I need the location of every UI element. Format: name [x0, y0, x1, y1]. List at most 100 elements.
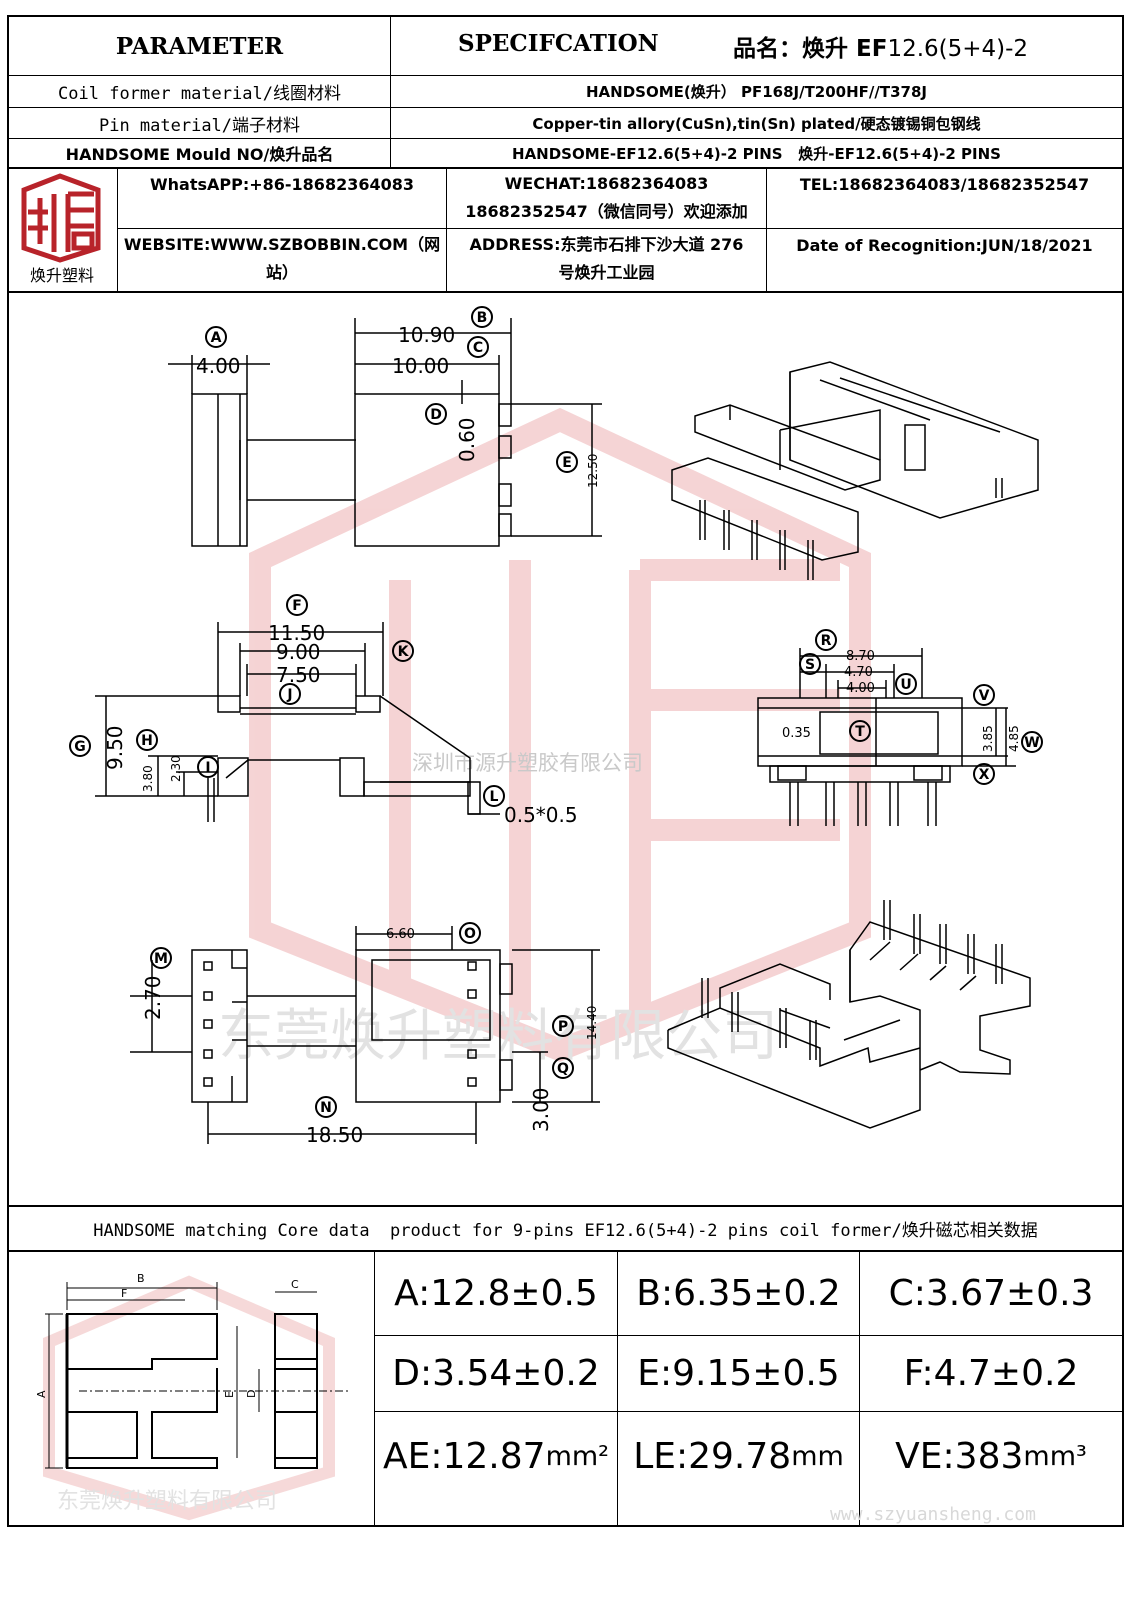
dim-l: 0.5*0.5	[504, 803, 578, 827]
core-label-e: E	[223, 1391, 236, 1398]
dim-g: 9.50	[103, 725, 127, 770]
core-value-d-text: D:3.54±0.2	[392, 1353, 600, 1394]
label-w-marker: W	[1021, 731, 1043, 753]
svg-text:H: H	[141, 733, 153, 749]
product-name-label: 品名：焕升 EF	[733, 36, 888, 62]
whatsapp: WhatsAPP:+86-18682364083	[149, 175, 414, 194]
core-label-f: F	[121, 1287, 127, 1300]
mould-no-value: HANDSOME-EF12.6(5+4)-2 PINS 焕升-EF12.6(5+…	[512, 144, 1001, 163]
dim-s: 4.70	[844, 665, 873, 680]
label-f-marker: F	[286, 594, 308, 616]
core-value-e-text: E:9.15±0.5	[637, 1353, 840, 1394]
core-label-a: A	[35, 1390, 48, 1398]
watermark-cn2: 东莞焕升塑料有限公司	[218, 1004, 778, 1069]
row-divider	[7, 75, 1124, 76]
bottom-view	[130, 926, 600, 1144]
core-value-c-text: C:3.67±0.3	[888, 1273, 1094, 1314]
dim-f: 11.50	[268, 621, 325, 645]
address-line2: 号焕升工业园	[558, 263, 655, 282]
col-divider	[446, 168, 447, 292]
row-divider	[7, 291, 1124, 293]
svg-text:K: K	[398, 644, 410, 660]
label-c-marker: C	[467, 336, 489, 358]
label-u-marker: U	[895, 673, 917, 695]
parameter-header: PARAMETER	[115, 32, 284, 60]
core-value-ve-unit: mm³	[1023, 1440, 1087, 1472]
front-view	[95, 622, 500, 822]
svg-text:L: L	[490, 789, 499, 805]
svg-text:U: U	[900, 677, 911, 693]
col-divider	[859, 1251, 860, 1526]
label-q-marker: Q	[552, 1057, 574, 1079]
svg-text:B: B	[477, 310, 488, 326]
svg-text:I: I	[205, 760, 210, 776]
col-divider	[390, 15, 391, 168]
svg-text:X: X	[979, 767, 990, 783]
watermark-cn1: 深圳市源升塑胶有限公司	[412, 751, 643, 775]
dim-i: 2.30	[169, 755, 183, 782]
logo-caption: 焕升塑料	[29, 266, 94, 285]
telephone: TEL:18682364083/18682352547	[799, 175, 1090, 194]
wechat-line1: WECHAT:18682364083	[504, 174, 709, 193]
dim-r: 8.70	[846, 649, 875, 664]
svg-text:F: F	[292, 598, 302, 614]
core-label-d: D	[245, 1390, 258, 1398]
label-e-marker: E	[556, 451, 578, 473]
core-value-le-unit: mm	[791, 1440, 844, 1472]
core-value-f: F:4.7±0.2	[860, 1336, 1122, 1411]
dim-q: 3.00	[529, 1087, 553, 1132]
table-border-left	[7, 15, 9, 1527]
dim-m: 2.70	[141, 975, 165, 1020]
label-m-marker: M	[150, 947, 172, 969]
coil-material-label: Coil former material/线圈材料	[58, 84, 341, 104]
dim-t: 0.35	[782, 726, 811, 741]
col-divider	[617, 1251, 618, 1526]
label-g-marker: G	[69, 735, 91, 757]
drawing-watermark-logo	[249, 407, 871, 1062]
table-border-bottom	[7, 1525, 1124, 1527]
dim-d: 0.60	[455, 417, 479, 462]
label-d-marker: D	[425, 403, 447, 425]
svg-text:E: E	[562, 455, 572, 471]
core-value-c: C:3.67±0.3	[860, 1252, 1122, 1335]
dim-w: 4.85	[1007, 725, 1021, 752]
pin-material-label: Pin material/端子材料	[98, 115, 301, 136]
coil-material-value: HANDSOME(焕升） PF168J/T200HF//T378J	[585, 83, 927, 101]
core-value-ve-text: VE:383	[895, 1435, 1024, 1477]
dim-f2: 9.00	[276, 640, 321, 664]
svg-text:G: G	[74, 739, 86, 755]
label-k-marker: K	[392, 640, 414, 662]
address: ADDRESS:东莞市石排下沙大道 276 号焕升工业园	[447, 231, 766, 287]
col-divider	[374, 1251, 375, 1526]
label-l-marker: L	[483, 785, 505, 807]
wechat-line2: 18682352547（微信同号）欢迎添加	[465, 202, 748, 221]
core-watermark: 东莞焕升塑料有限公司	[57, 1489, 277, 1514]
svg-text:P: P	[558, 1019, 568, 1035]
dim-b: 10.90	[398, 323, 455, 347]
core-value-b-text: B:6.35±0.2	[636, 1273, 841, 1314]
label-b-marker: B	[471, 306, 493, 328]
svg-text:V: V	[979, 688, 990, 704]
row-divider	[7, 107, 1124, 108]
product-name: 品名：焕升 EF12.6(5+4)-2	[733, 29, 1028, 63]
end-view	[757, 648, 1016, 826]
col-divider	[766, 168, 767, 292]
svg-text:N: N	[320, 1100, 332, 1116]
site-watermark: www.szyuansheng.com	[830, 1504, 1036, 1525]
row-divider	[374, 1411, 1124, 1412]
mould-no-label: HANDSOME Mould NO/焕升品名	[65, 145, 334, 164]
col-divider	[117, 168, 118, 292]
wechat: WECHAT:18682364083 18682352547（微信同号）欢迎添加	[447, 170, 766, 226]
core-value-ae-unit: mm²	[545, 1440, 609, 1472]
label-o-marker: O	[459, 922, 481, 944]
svg-text:C: C	[473, 340, 483, 356]
label-a-marker: A	[205, 326, 227, 348]
svg-text:O: O	[464, 926, 476, 942]
website-line1: WEBSITE:WWW.SZBOBBIN.COM（网	[123, 235, 441, 254]
label-p-marker: P	[552, 1015, 574, 1037]
core-value-le-text: LE:29.78	[633, 1435, 792, 1477]
svg-text:D: D	[430, 407, 442, 423]
